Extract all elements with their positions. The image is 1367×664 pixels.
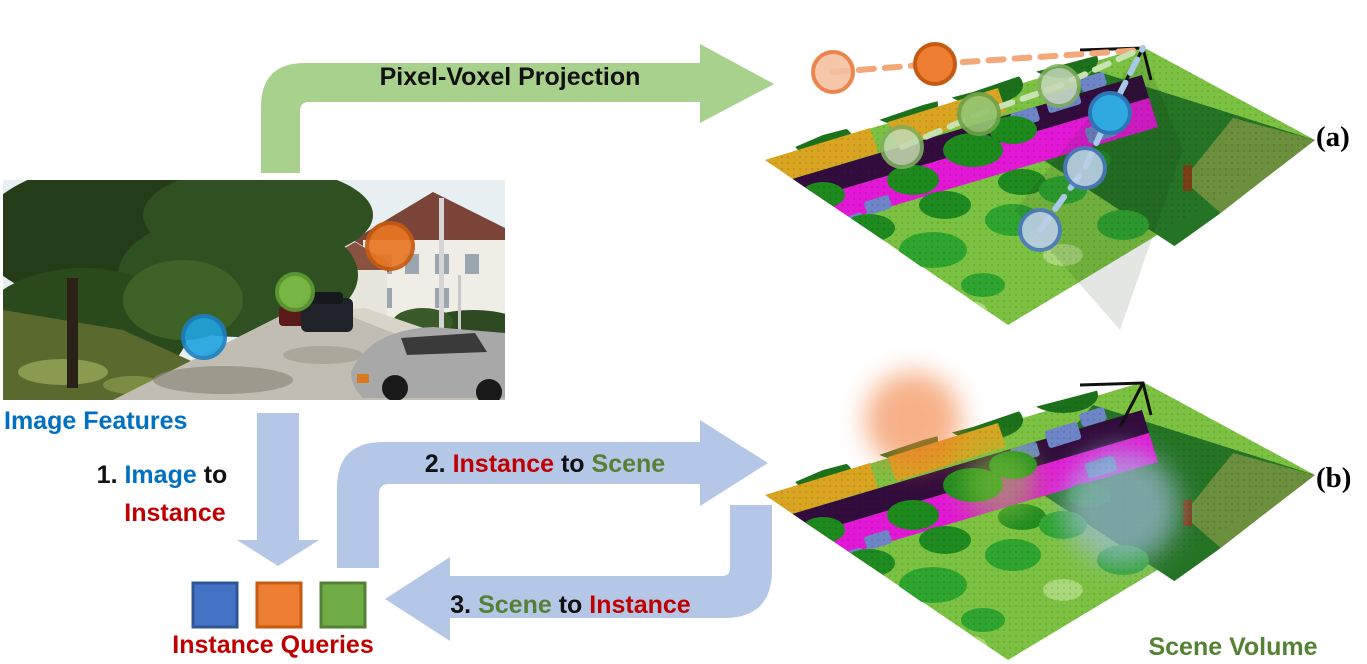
orange-attention-blob [865, 372, 961, 468]
orange-feature-circle [365, 221, 415, 271]
orange-projected-circle [913, 42, 957, 86]
pixel-voxel-projection-label: Pixel-Voxel Projection [379, 63, 641, 91]
green-query-square [319, 581, 367, 629]
orange-projected-circle-faded [811, 50, 855, 94]
green-projected-circle-faded-far [1037, 64, 1081, 108]
blue-projected-circle-faded-near [1018, 208, 1062, 252]
pixel-voxel-projection-arrow [261, 44, 774, 173]
blue-trail-line [1037, 45, 1146, 233]
scene-volume-a [765, 40, 1315, 330]
panel-a-label: (a) [1316, 121, 1350, 153]
green-trail-line [899, 45, 1146, 150]
green-attention-blob [962, 445, 1038, 521]
step-1-label: 1. Image to Instance [62, 456, 262, 532]
step-2-label: 2. Instance to Scene [424, 450, 666, 478]
orange-query-square [255, 581, 303, 629]
scene-to-instance-arrow [385, 505, 772, 641]
instance-queries-label: Instance Queries [172, 631, 374, 659]
street-image [3, 180, 505, 400]
instance-query-squares [191, 581, 367, 629]
blue-attention-blob [1063, 449, 1179, 565]
green-projected-circle-faded-near [880, 125, 924, 169]
blue-feature-circle [181, 314, 227, 360]
blue-projected-circle-faded-mid [1063, 146, 1107, 190]
step-1-line-1: 1. Image to [96, 461, 228, 489]
image-to-instance-arrow [237, 413, 319, 566]
scene-volume-b [765, 372, 1315, 660]
blue-projected-circle [1088, 91, 1132, 135]
panel-b-label: (b) [1316, 462, 1352, 494]
green-feature-circle [275, 272, 315, 312]
scene-volume-label: Scene Volume [1148, 633, 1318, 661]
blue-query-square [191, 581, 239, 629]
step-1-line-2: Instance [124, 499, 226, 527]
step-3-label: 3. Scene to Instance [450, 591, 691, 619]
image-features-label: Image Features [4, 407, 188, 435]
green-projected-circle [957, 92, 1001, 136]
instance-to-scene-arrow [337, 420, 768, 568]
